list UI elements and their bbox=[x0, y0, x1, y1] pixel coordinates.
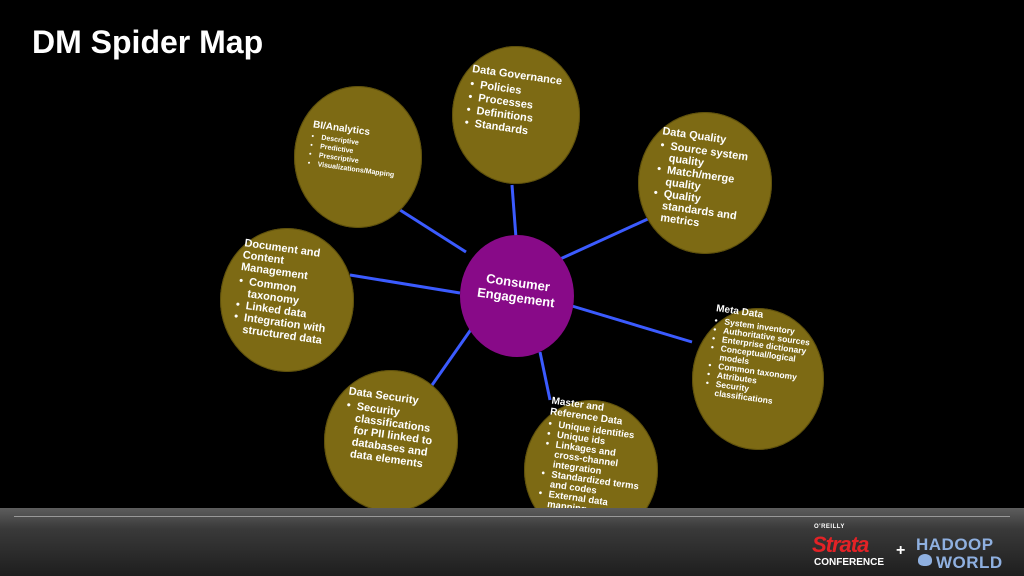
footer-divider bbox=[14, 516, 1010, 517]
node-data-quality: Data Quality Source system quality Match… bbox=[638, 112, 772, 254]
strata-logo: Strata bbox=[812, 532, 869, 557]
list-item: Security classifications for PII linked … bbox=[339, 399, 446, 472]
node-data-governance: Data Governance Policies Processes Defin… bbox=[452, 46, 580, 184]
connector-data-quality bbox=[557, 216, 651, 262]
connector-bi-analytics bbox=[399, 208, 467, 254]
plus-sign: + bbox=[896, 542, 906, 559]
node-items: Security classifications for PII linked … bbox=[339, 399, 446, 472]
node-items: Source system quality Match/merge qualit… bbox=[650, 139, 763, 236]
connector-data-governance bbox=[510, 184, 518, 239]
connector-data-security bbox=[428, 327, 474, 389]
node-items: Unique identities Unique ids Linkages an… bbox=[537, 419, 649, 522]
node-bi-analytics: BI/Analytics Descriptive Predictive Pres… bbox=[294, 86, 422, 228]
center-label: Consumer Engagement bbox=[476, 270, 556, 311]
slide-title: DM Spider Map bbox=[32, 24, 264, 60]
oreilly-logo: O'REILLY bbox=[814, 524, 845, 530]
node-document-content: Document and Content Management Common t… bbox=[220, 228, 354, 372]
center-node: Consumer Engagement bbox=[460, 235, 574, 357]
elephant-icon bbox=[918, 554, 932, 566]
connector-master-reference bbox=[538, 351, 552, 401]
hadoop-logo: HADOOP bbox=[916, 535, 994, 554]
node-data-security: Data Security Security classifications f… bbox=[324, 370, 458, 512]
conference-label: CONFERENCE bbox=[814, 557, 885, 568]
connector-meta-data bbox=[571, 304, 693, 344]
node-items: Common taxonomy Linked data Integration … bbox=[232, 275, 343, 349]
connector-document-content bbox=[349, 273, 461, 295]
node-items: System inventory Authoritative sources E… bbox=[704, 316, 818, 411]
node-meta-data: Meta Data System inventory Authoritative… bbox=[692, 303, 824, 450]
world-logo: WORLD bbox=[936, 553, 1003, 572]
footer-band bbox=[0, 508, 1024, 576]
